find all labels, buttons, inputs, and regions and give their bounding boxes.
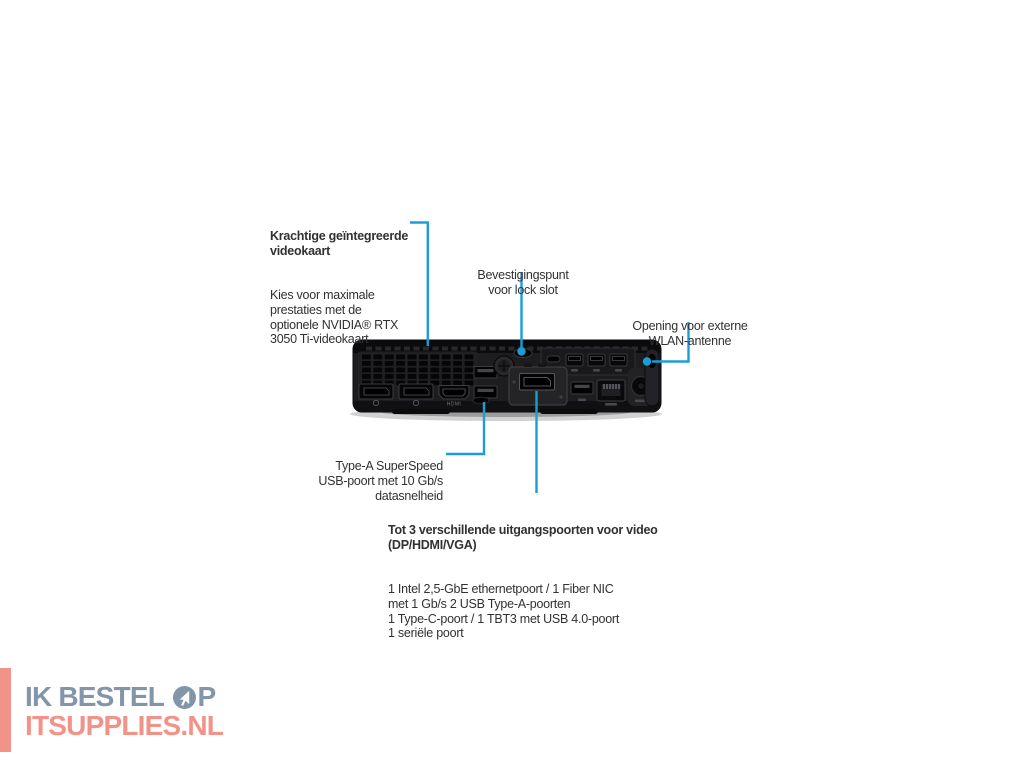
usb-a-right-port xyxy=(570,381,594,402)
foot-right xyxy=(540,409,598,414)
watermark-line2: ITSUPPLIES.NL xyxy=(25,710,224,741)
dp1-label-icon xyxy=(372,399,380,407)
usb-a-top-port xyxy=(473,366,498,379)
hdmi-label: HDMI xyxy=(447,402,461,408)
callout-video-ports: Tot 3 verschillende uitgangspoorten voor… xyxy=(388,494,658,670)
callout-line-usb xyxy=(446,402,486,456)
vent-grille xyxy=(362,354,474,386)
mini-video-port-1 xyxy=(565,353,584,367)
thumbscrew xyxy=(493,355,515,377)
callout-video-ports-body: 1 Intel 2,5-GbE ethernetpoort / 1 Fiber … xyxy=(388,582,620,641)
callout-dot-wlan xyxy=(642,357,652,366)
displayport-2 xyxy=(398,383,434,400)
hdmi-port xyxy=(438,385,470,400)
callout-line-gpu xyxy=(410,221,429,346)
mini-port-label-1 xyxy=(571,369,578,372)
cursor-arrow-icon xyxy=(172,685,196,709)
bottom-lock-slot xyxy=(472,396,490,405)
callout-lines xyxy=(410,221,690,493)
mini-video-port-3 xyxy=(609,353,628,367)
flex-displayport xyxy=(519,373,555,391)
callout-lock-slot: Bevestigingspunt voor lock slot xyxy=(448,239,598,327)
watermark-line1-right: P xyxy=(197,681,217,712)
watermark-line1-left: IK BESTEL xyxy=(25,681,171,712)
flex-io-module xyxy=(508,363,568,406)
mini-port-label-2 xyxy=(593,369,600,372)
callout-wlan: Opening voor externe WLAN-antenne xyxy=(615,290,765,378)
foot-left xyxy=(392,409,450,414)
callout-usb: Type-A SuperSpeed USB-poort met 10 Gb/s … xyxy=(276,430,443,533)
callout-usb-body: Type-A SuperSpeed USB-poort met 10 Gb/s … xyxy=(318,459,443,503)
callout-gpu-body: Kies voor maximale prestaties met de opt… xyxy=(270,288,399,347)
callout-video-ports-title: Tot 3 verschillende uitgangspoorten voor… xyxy=(388,523,658,553)
callout-lock-slot-body: Bevestigingspunt voor lock slot xyxy=(477,268,569,298)
hp-mini-pc-rear: HDMI xyxy=(350,339,662,421)
callout-gpu-title: Krachtige geïntegreerde videokaart xyxy=(270,229,409,259)
watermark-line1: IK BESTEL P xyxy=(25,681,217,712)
mini-port-label-3 xyxy=(615,369,622,372)
usb-c-port xyxy=(546,355,561,363)
callout-line-wlan xyxy=(652,322,690,363)
ethernet-port xyxy=(596,379,626,406)
option-port-panel xyxy=(540,347,636,376)
dp2-label-icon xyxy=(412,399,420,407)
callout-wlan-body: Opening voor externe WLAN-antenne xyxy=(632,319,748,349)
displayport-1 xyxy=(358,383,394,400)
mini-video-port-2 xyxy=(587,353,606,367)
usb-a-bottom-port xyxy=(473,385,498,399)
callout-dot-lock-slot xyxy=(517,347,526,356)
callout-gpu: Krachtige geïntegreerde videokaart Kies … xyxy=(270,200,408,376)
watermark-accent-bar xyxy=(0,668,11,752)
